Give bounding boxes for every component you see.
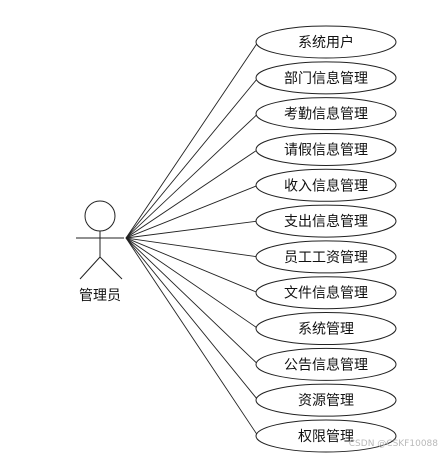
use-case-label: 公告信息管理 <box>284 356 368 373</box>
use-case-label: 请假信息管理 <box>284 141 368 158</box>
association-line <box>125 220 259 239</box>
use-case[interactable]: 请假信息管理 <box>255 132 397 166</box>
use-case-ellipse[interactable] <box>255 383 397 417</box>
use-case-label: 收入信息管理 <box>284 177 368 194</box>
actor-label: 管理员 <box>79 288 121 304</box>
association-line <box>125 77 259 239</box>
association-line <box>125 113 259 239</box>
use-case-ellipse[interactable] <box>255 25 397 59</box>
use-case-label: 资源管理 <box>298 393 354 409</box>
use-case-label: 系统用户 <box>298 34 354 51</box>
association-line <box>125 237 259 258</box>
use-case-label: 考勤信息管理 <box>284 106 368 123</box>
use-case-label: 支出信息管理 <box>284 213 368 230</box>
use-case-ellipse[interactable] <box>255 419 397 453</box>
use-case-ellipse[interactable] <box>255 61 397 95</box>
use-case[interactable]: 权限管理 <box>255 419 397 453</box>
association-line <box>125 237 259 294</box>
use-case[interactable]: 员工工资管理 <box>255 240 397 274</box>
association-lines <box>125 41 259 437</box>
association-line <box>125 149 259 239</box>
actor-right-leg <box>99 256 123 280</box>
use-case[interactable]: 支出信息管理 <box>255 204 397 238</box>
use-case-ellipse[interactable] <box>255 240 397 274</box>
association-line <box>125 41 259 239</box>
use-case[interactable]: 系统用户 <box>255 25 397 59</box>
actor-figure <box>76 200 124 280</box>
use-case-ellipse[interactable] <box>255 312 397 346</box>
watermark: CSDN @CSKF10088 <box>348 439 438 449</box>
use-case-ellipse[interactable] <box>255 97 397 131</box>
use-case[interactable]: 考勤信息管理 <box>255 97 397 131</box>
association-line <box>125 237 259 329</box>
association-line <box>125 237 259 365</box>
use-case[interactable]: 公告信息管理 <box>255 347 397 381</box>
use-case[interactable]: 资源管理 <box>255 383 397 417</box>
use-case-label: 权限管理 <box>298 429 354 445</box>
use-case-ellipse[interactable] <box>255 204 397 238</box>
use-case[interactable]: 文件信息管理 <box>255 276 397 310</box>
actor-left-leg <box>79 256 101 280</box>
use-cases: 系统用户部门信息管理考勤信息管理请假信息管理收入信息管理支出信息管理员工工资管理… <box>255 25 397 453</box>
use-case-ellipse[interactable] <box>255 276 397 310</box>
use-case-ellipse[interactable] <box>255 347 397 381</box>
association-line <box>125 184 259 239</box>
actor-head <box>84 200 116 232</box>
association-line <box>125 237 259 437</box>
use-case[interactable]: 系统管理 <box>255 312 397 346</box>
use-case-label: 文件信息管理 <box>284 285 368 302</box>
use-case-ellipse[interactable] <box>255 168 397 202</box>
use-case-label: 员工工资管理 <box>284 250 368 266</box>
use-case[interactable]: 收入信息管理 <box>255 168 397 202</box>
use-case-ellipse[interactable] <box>255 132 397 166</box>
use-case-label: 部门信息管理 <box>284 70 368 87</box>
use-case-label: 系统管理 <box>298 322 354 338</box>
use-case[interactable]: 部门信息管理 <box>255 61 397 95</box>
association-line <box>125 237 259 401</box>
